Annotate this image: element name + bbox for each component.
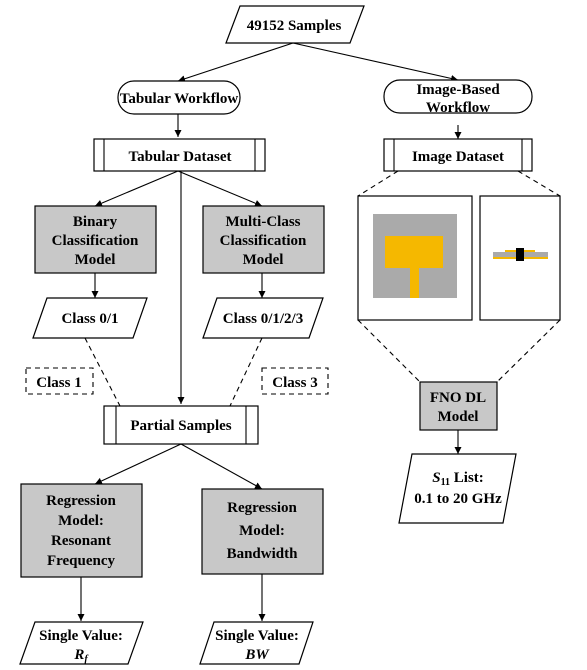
- class0123-label: Class 0/1/2/3: [223, 311, 303, 327]
- image-workflow-label-1: Image-Based: [416, 82, 500, 98]
- tabular-workflow-node: Tabular Workflow: [117, 80, 241, 115]
- class3-filter: Class 3: [261, 367, 329, 395]
- partial-samples-label: Partial Samples: [130, 418, 231, 434]
- samples-node: 49152 Samples: [225, 5, 365, 44]
- patch-element: [385, 236, 443, 268]
- tabular-workflow-label: Tabular Workflow: [120, 91, 239, 107]
- reg-rf-label-4: Frequency: [47, 553, 116, 569]
- samples-label: 49152 Samples: [247, 18, 342, 34]
- image-dataset-node: Image Dataset: [383, 138, 533, 172]
- binary-label-1: Binary: [73, 214, 118, 230]
- class01-label: Class 0/1: [61, 311, 118, 327]
- fno-label-2: Model: [438, 409, 479, 425]
- binary-label-3: Model: [75, 252, 116, 268]
- class0123-node: Class 0/1/2/3: [202, 297, 324, 339]
- class3-label: Class 3: [272, 375, 317, 391]
- reg-rf-label-1: Regression: [46, 493, 116, 509]
- s11-output-node: S11 List: 0.1 to 20 GHz: [398, 453, 517, 524]
- reg-bw-label-3: Bandwidth: [227, 546, 299, 562]
- tabular-dataset-label: Tabular Dataset: [129, 149, 232, 165]
- multiclass-label-2: Classification: [220, 233, 307, 249]
- reg-rf-label-3: Resonant: [51, 533, 111, 549]
- connectors: [77, 42, 561, 621]
- fno-model-node: FNO DL Model: [419, 381, 498, 431]
- tabular-dataset-node: Tabular Dataset: [93, 138, 266, 172]
- dashed-class01-to-partial: [84, 337, 121, 407]
- output-rf-node: Single Value: Rf: [19, 621, 144, 665]
- image-workflow-node: Image-Based Workflow: [383, 79, 533, 116]
- arrow-dataset-to-multiclass: [177, 170, 263, 207]
- multiclass-label-3: Model: [243, 252, 284, 268]
- dashed-dataset-to-panel-right: [517, 170, 561, 197]
- dashed-panel-right-to-fno: [496, 319, 561, 383]
- antenna-side-view-panel: [479, 195, 561, 321]
- class01-node: Class 0/1: [32, 297, 148, 339]
- side-feed: [516, 248, 524, 261]
- image-dataset-label: Image Dataset: [412, 149, 504, 165]
- reg-bw-label-2: Model:: [239, 523, 285, 539]
- dashed-dataset-to-panel-left: [357, 170, 399, 197]
- multiclass-model-node: Multi-Class Classification Model: [202, 205, 325, 274]
- reg-rf-label-2: Model:: [58, 513, 104, 529]
- multiclass-label-1: Multi-Class: [226, 214, 301, 230]
- s11-label-1: S11 List:: [432, 470, 484, 488]
- s11-label-2: 0.1 to 20 GHz: [414, 491, 502, 507]
- arrow-samples-to-tabular: [177, 42, 294, 83]
- binary-label-2: Classification: [52, 233, 139, 249]
- class1-filter: Class 1: [25, 367, 94, 395]
- image-workflow-label-2: Workflow: [426, 100, 490, 116]
- dashed-panel-left-to-fno: [357, 319, 421, 383]
- binary-model-node: Binary Classification Model: [34, 205, 157, 274]
- class1-label: Class 1: [36, 375, 81, 391]
- output-bw-value: BW: [244, 647, 270, 663]
- fno-label-1: FNO DL: [430, 390, 486, 406]
- arrow-samples-to-image: [292, 42, 459, 82]
- dashed-class0123-to-partial: [229, 337, 263, 407]
- regression-bw-node: Regression Model: Bandwidth: [201, 488, 324, 575]
- arrow-partial-to-reg-bw: [180, 443, 263, 490]
- output-rf-value: Rf: [73, 647, 89, 665]
- output-rf-label-1: Single Value:: [39, 628, 123, 644]
- arrow-partial-to-reg-rf: [94, 443, 182, 485]
- arrow-dataset-to-binary: [94, 170, 179, 207]
- regression-rf-node: Regression Model: Resonant Frequency: [20, 483, 143, 578]
- feed-line: [410, 268, 419, 298]
- antenna-top-view-panel: [357, 195, 473, 321]
- output-bw-label-1: Single Value:: [215, 628, 299, 644]
- output-bw-node: Single Value: BW: [199, 621, 314, 665]
- reg-bw-label-1: Regression: [227, 500, 297, 516]
- partial-samples-node: Partial Samples: [103, 405, 259, 445]
